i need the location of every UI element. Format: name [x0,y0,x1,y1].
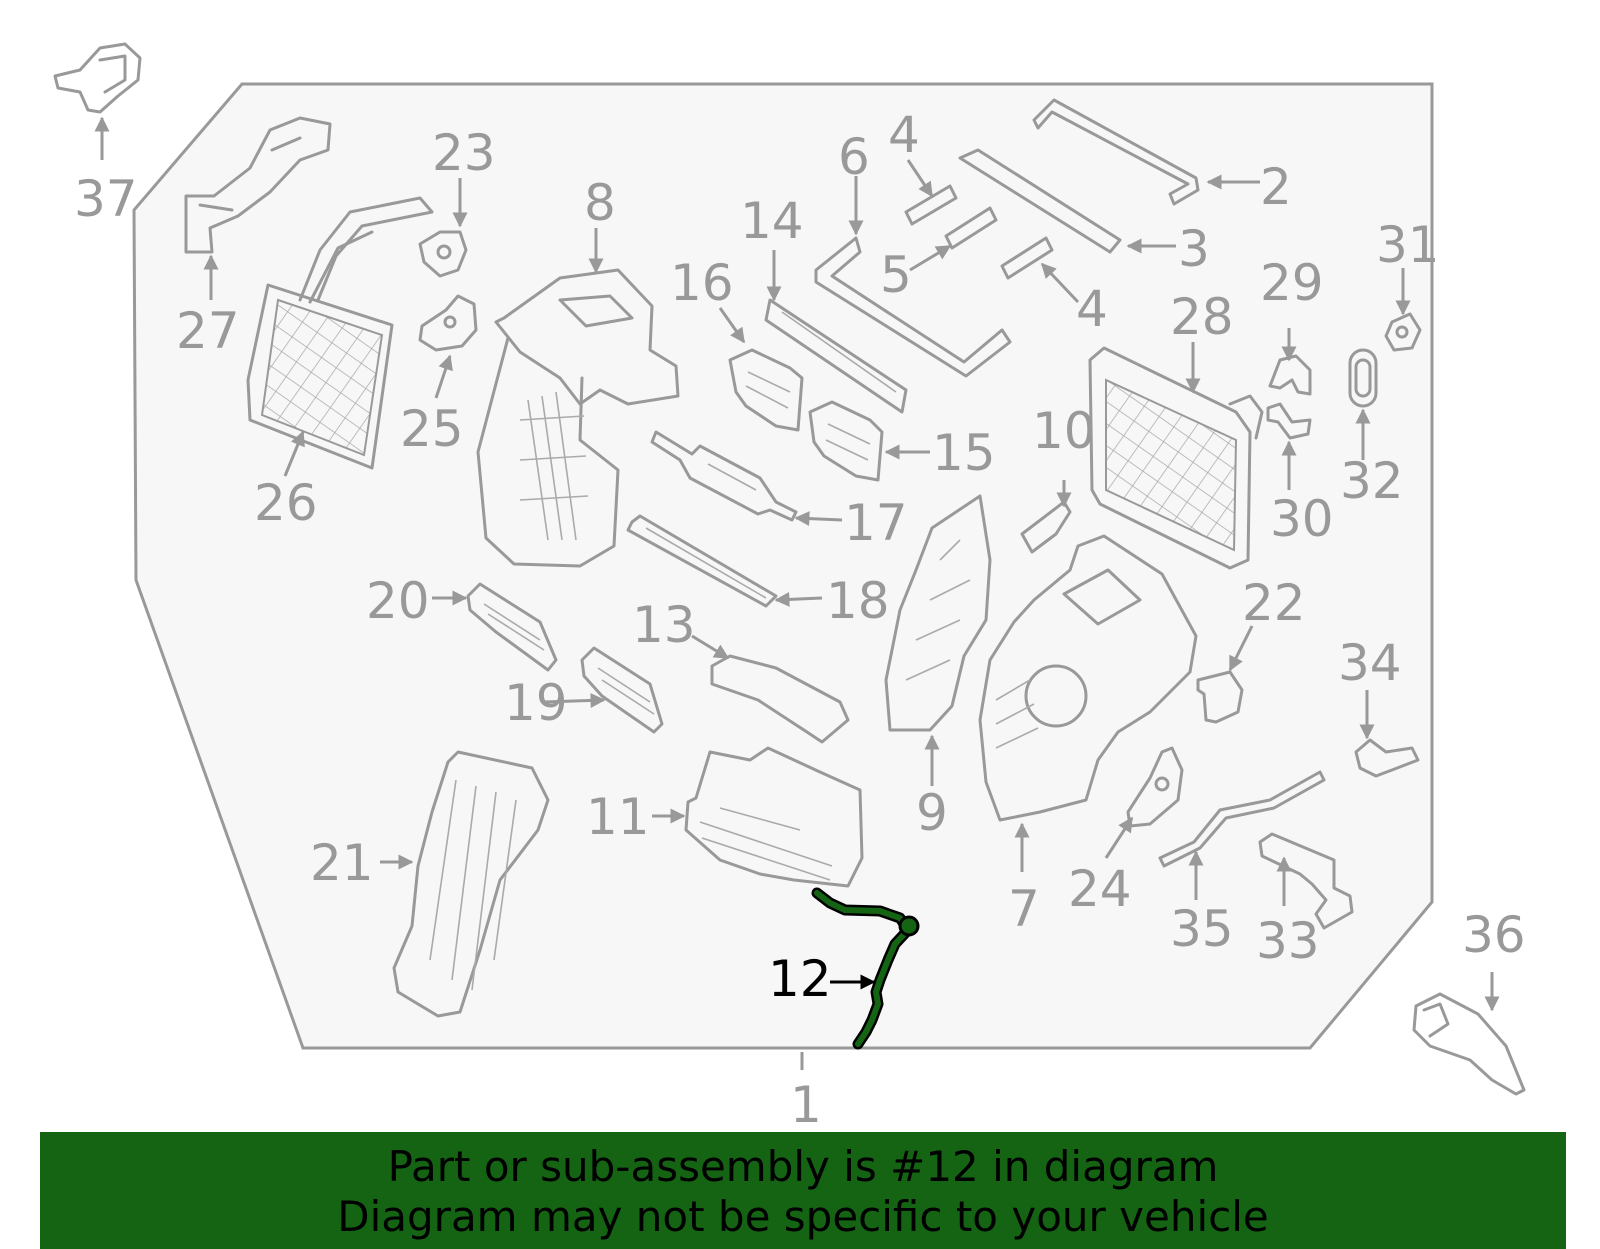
callout-35: 35 [1170,900,1234,958]
footer-line-2: Diagram may not be specific to your vehi… [337,1192,1269,1241]
callout-18: 18 [826,572,890,630]
part-37-bracket [53,42,142,114]
callout-26: 26 [254,474,318,532]
part-18-strip [626,514,778,608]
assembly-boundary [132,82,1434,1050]
callout-29: 29 [1260,254,1324,312]
part-32-seal [1348,348,1378,408]
part-21-duct [392,750,550,1018]
callout-4a: 4 [888,106,920,164]
callout-3: 3 [1178,220,1210,278]
callout-36: 36 [1462,906,1526,964]
part-30-clip [1266,402,1312,440]
part-4-pad-lower [1000,236,1054,280]
part-11-case-bottom [684,746,864,888]
callout-30: 30 [1270,490,1334,548]
callout-33: 33 [1256,912,1320,970]
part-17-shaft [650,430,798,522]
part-3-seal-strip [958,148,1122,254]
part-20-door [466,582,558,672]
callout-32: 32 [1340,452,1404,510]
callout-17: 17 [844,494,908,552]
callout-14: 14 [740,192,804,250]
part-7-case-lower [978,534,1198,822]
callout-27: 27 [176,302,240,360]
part-25-actuator [418,294,478,352]
callout-10: 10 [1032,402,1096,460]
part-4-pad-upper [904,184,958,226]
part-23-sensor [418,230,468,278]
part-34-sensor [1354,738,1420,778]
part-13-duct [710,654,850,744]
callout-8: 8 [584,174,616,232]
callout-5: 5 [880,246,912,304]
part-19-door [580,646,664,734]
footer-banner: Part or sub-assembly is #12 in diagram D… [40,1132,1566,1249]
callout-16: 16 [670,254,734,312]
part-5-pad [944,206,998,250]
callout-20: 20 [366,572,430,630]
part-22-sensor [1196,670,1244,724]
footer-line-1: Part or sub-assembly is #12 in diagram [387,1142,1219,1191]
callout-7: 7 [1008,880,1040,938]
callout-6: 6 [838,128,870,186]
callout-23: 23 [432,124,496,182]
callout-34: 34 [1338,634,1402,692]
part-35-hose [1158,770,1326,868]
callout-11: 11 [586,788,650,846]
part-36-duct [1412,992,1526,1096]
callout-labels: 1 2 3 4 4 5 6 7 8 9 10 11 12 13 14 15 16… [74,106,1526,1134]
callout-25: 25 [400,400,464,458]
callout-28: 28 [1170,288,1234,346]
callout-2: 2 [1260,158,1292,216]
callout-9: 9 [916,784,948,842]
part-28-evaporator [1088,346,1264,570]
callout-12-highlighted: 12 [768,950,832,1008]
part-2-rod [1032,98,1200,206]
callout-31: 31 [1376,216,1440,274]
part-33-bracket [1258,832,1354,930]
part-12-drain-hose-highlighted [811,887,920,1050]
callout-4b: 4 [1076,280,1108,338]
callout-22: 22 [1242,574,1306,632]
part-8-case-upper [476,268,680,568]
callout-21: 21 [310,834,374,892]
callout-13: 13 [632,596,696,654]
part-16-link [728,348,804,432]
leader-arrows [94,116,1500,1070]
part-24-actuator [1126,746,1184,828]
part-26-heater-core [246,196,434,470]
callout-24: 24 [1068,860,1132,918]
callout-37: 37 [74,170,138,228]
part-6-seal-frame [814,236,1012,378]
part-15-link [808,400,884,482]
callout-19: 19 [504,674,568,732]
callout-1: 1 [790,1076,822,1134]
part-9-case-side [884,494,992,732]
callout-15: 15 [932,424,996,482]
part-27-pipe-bracket [184,116,332,254]
part-14-door-strip [764,298,908,414]
